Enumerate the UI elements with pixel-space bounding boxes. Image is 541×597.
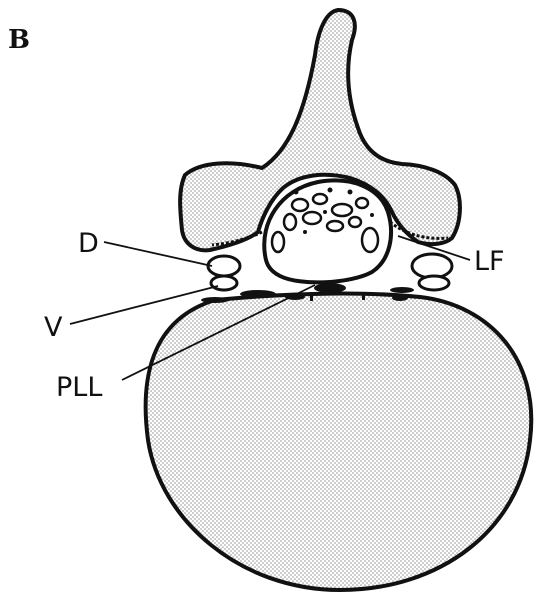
dorsal-root-ganglion-right <box>412 254 452 290</box>
label-lf: LF <box>474 246 505 277</box>
label-d: D <box>78 228 99 259</box>
label-pll: PLL <box>56 372 102 403</box>
panel-letter: B <box>8 25 30 55</box>
label-v: V <box>44 312 63 343</box>
vertebral-body <box>146 294 532 590</box>
dorsal-root-ganglion-left <box>208 256 240 290</box>
